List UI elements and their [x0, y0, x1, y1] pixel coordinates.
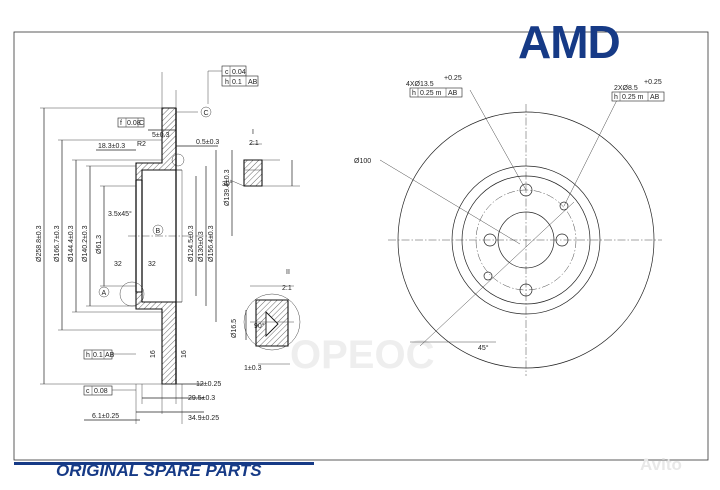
front-view: 4XØ13.5 +0.25 h 0.25 m AB 2XØ8.5 +0.25 h… — [354, 75, 665, 376]
angle-45: 45° — [478, 344, 489, 352]
watermark-site: Avito — [640, 455, 682, 474]
locating-hole-1 — [559, 201, 569, 211]
cross-section-labels: c 0.04 h 0.1 AB C f 0.08 C 5±0.3 R2 0.5±… — [36, 69, 258, 422]
tol-f-sym: f — [120, 120, 122, 127]
tol-left-h-val: 0.1 — [93, 352, 103, 359]
detail-i-roman: I — [252, 129, 254, 136]
bolt-hole-left — [483, 233, 497, 247]
detail-i-scale: 2:1 — [249, 140, 259, 147]
cross-section-view — [40, 65, 259, 424]
detail-i: I 2:1 30° — [222, 129, 300, 188]
locating-hole-2 — [483, 271, 493, 281]
holes-4-tol-val: 0.25 m — [420, 90, 442, 97]
dia-258-8: Ø258.8±0.3 — [36, 225, 43, 262]
angle-32a: 32 — [114, 261, 122, 268]
detail-ii-scale: 2:1 — [282, 285, 292, 292]
tol-left-h-ref: AB — [105, 352, 115, 359]
dia-139-4: Ø139.4±0.3 — [224, 169, 231, 206]
dim-16a: 16 — [150, 350, 157, 358]
dia-130: Ø130±0.3 — [198, 231, 205, 262]
footer-tagline: ORIGINAL SPARE PARTS — [56, 461, 262, 480]
bolt-hole-bottom — [519, 283, 533, 297]
dim-29-5: 29.5±0.3 — [188, 395, 215, 402]
datum-a-label: A — [102, 290, 107, 297]
holes-2-tol-ref: AB — [650, 94, 660, 101]
tol-left-c-val: 0.08 — [94, 388, 108, 395]
dim-16b: 16 — [181, 350, 188, 358]
detail-i-angle: 30° — [222, 180, 233, 188]
holes-2-tol-val: 0.25 m — [622, 94, 644, 101]
holes-4-text: 4XØ13.5 — [406, 81, 434, 88]
dim-34-9: 34.9±0.25 — [188, 415, 219, 422]
holes-4-tol-sym: h — [412, 90, 416, 97]
dim-0-5: 0.5±0.3 — [196, 139, 219, 146]
dia-140-2: Ø140.2±0.3 — [82, 225, 89, 262]
tol-left-h-sym: h — [86, 352, 90, 359]
tol-top-c-val: 0.04 — [232, 69, 246, 76]
logo-text: AMD — [518, 16, 620, 68]
tol-top-h-ref: AB — [248, 79, 258, 86]
detail-ii-angle: 90° — [254, 322, 265, 330]
detail-ii-roman: II — [286, 269, 290, 276]
holes-4-tol-ref: AB — [448, 90, 458, 97]
chamfer-label: 3.5x45° — [108, 210, 132, 218]
dim-r2: R2 — [137, 141, 146, 148]
footer-banner: ORIGINAL SPARE PARTS Avito — [14, 455, 682, 480]
bolt-hole-right — [555, 233, 569, 247]
tol-f-val: 0.08 — [127, 120, 141, 127]
tol-top-h-sym: h — [225, 79, 229, 86]
holes-2-sup: +0.25 — [644, 79, 662, 86]
tol-f-ref: C — [139, 120, 144, 127]
holes-4-sup: +0.25 — [444, 75, 462, 82]
dim-6-1: 6.1±0.25 — [92, 413, 119, 420]
dim-5: 5±0.3 — [152, 132, 170, 139]
holes-2-text: 2XØ8.5 — [614, 85, 638, 92]
dia-100: Ø100 — [354, 158, 371, 165]
tol-top-c-sym: c — [225, 69, 229, 76]
detail-ii: II 2:1 90° Ø16.5 1±0.3 — [231, 269, 301, 372]
detail-ii-dia: Ø16.5 — [231, 319, 238, 338]
datum-b-label: B — [156, 228, 161, 235]
dim-18-3: 18.3±0.3 — [98, 143, 125, 150]
dim-12: 12±0.25 — [196, 381, 221, 388]
dia-61-3: Ø61.3 — [96, 235, 103, 254]
drawing-frame — [13, 31, 709, 461]
watermark-text: OPEOC — [290, 333, 434, 377]
holes-2-tol-sym: h — [614, 94, 618, 101]
tol-top-h-val: 0.1 — [232, 79, 242, 86]
dia-156-4: Ø156.4±0.3 — [208, 225, 215, 262]
brand-logo: AMD — [518, 16, 621, 68]
watermark: OPEOC — [290, 333, 434, 377]
dia-166-7: Ø166.7±0.3 — [54, 225, 61, 262]
dia-144-4: Ø144.4±0.3 — [68, 225, 75, 262]
datum-c-label: C — [204, 110, 209, 117]
dia-124-5: Ø124.5±0.3 — [188, 225, 195, 262]
bolt-hole-top — [519, 183, 533, 197]
angle-32b: 32 — [148, 261, 156, 268]
detail-ii-dim: 1±0.3 — [244, 365, 262, 372]
tol-left-c-sym: c — [86, 388, 90, 395]
